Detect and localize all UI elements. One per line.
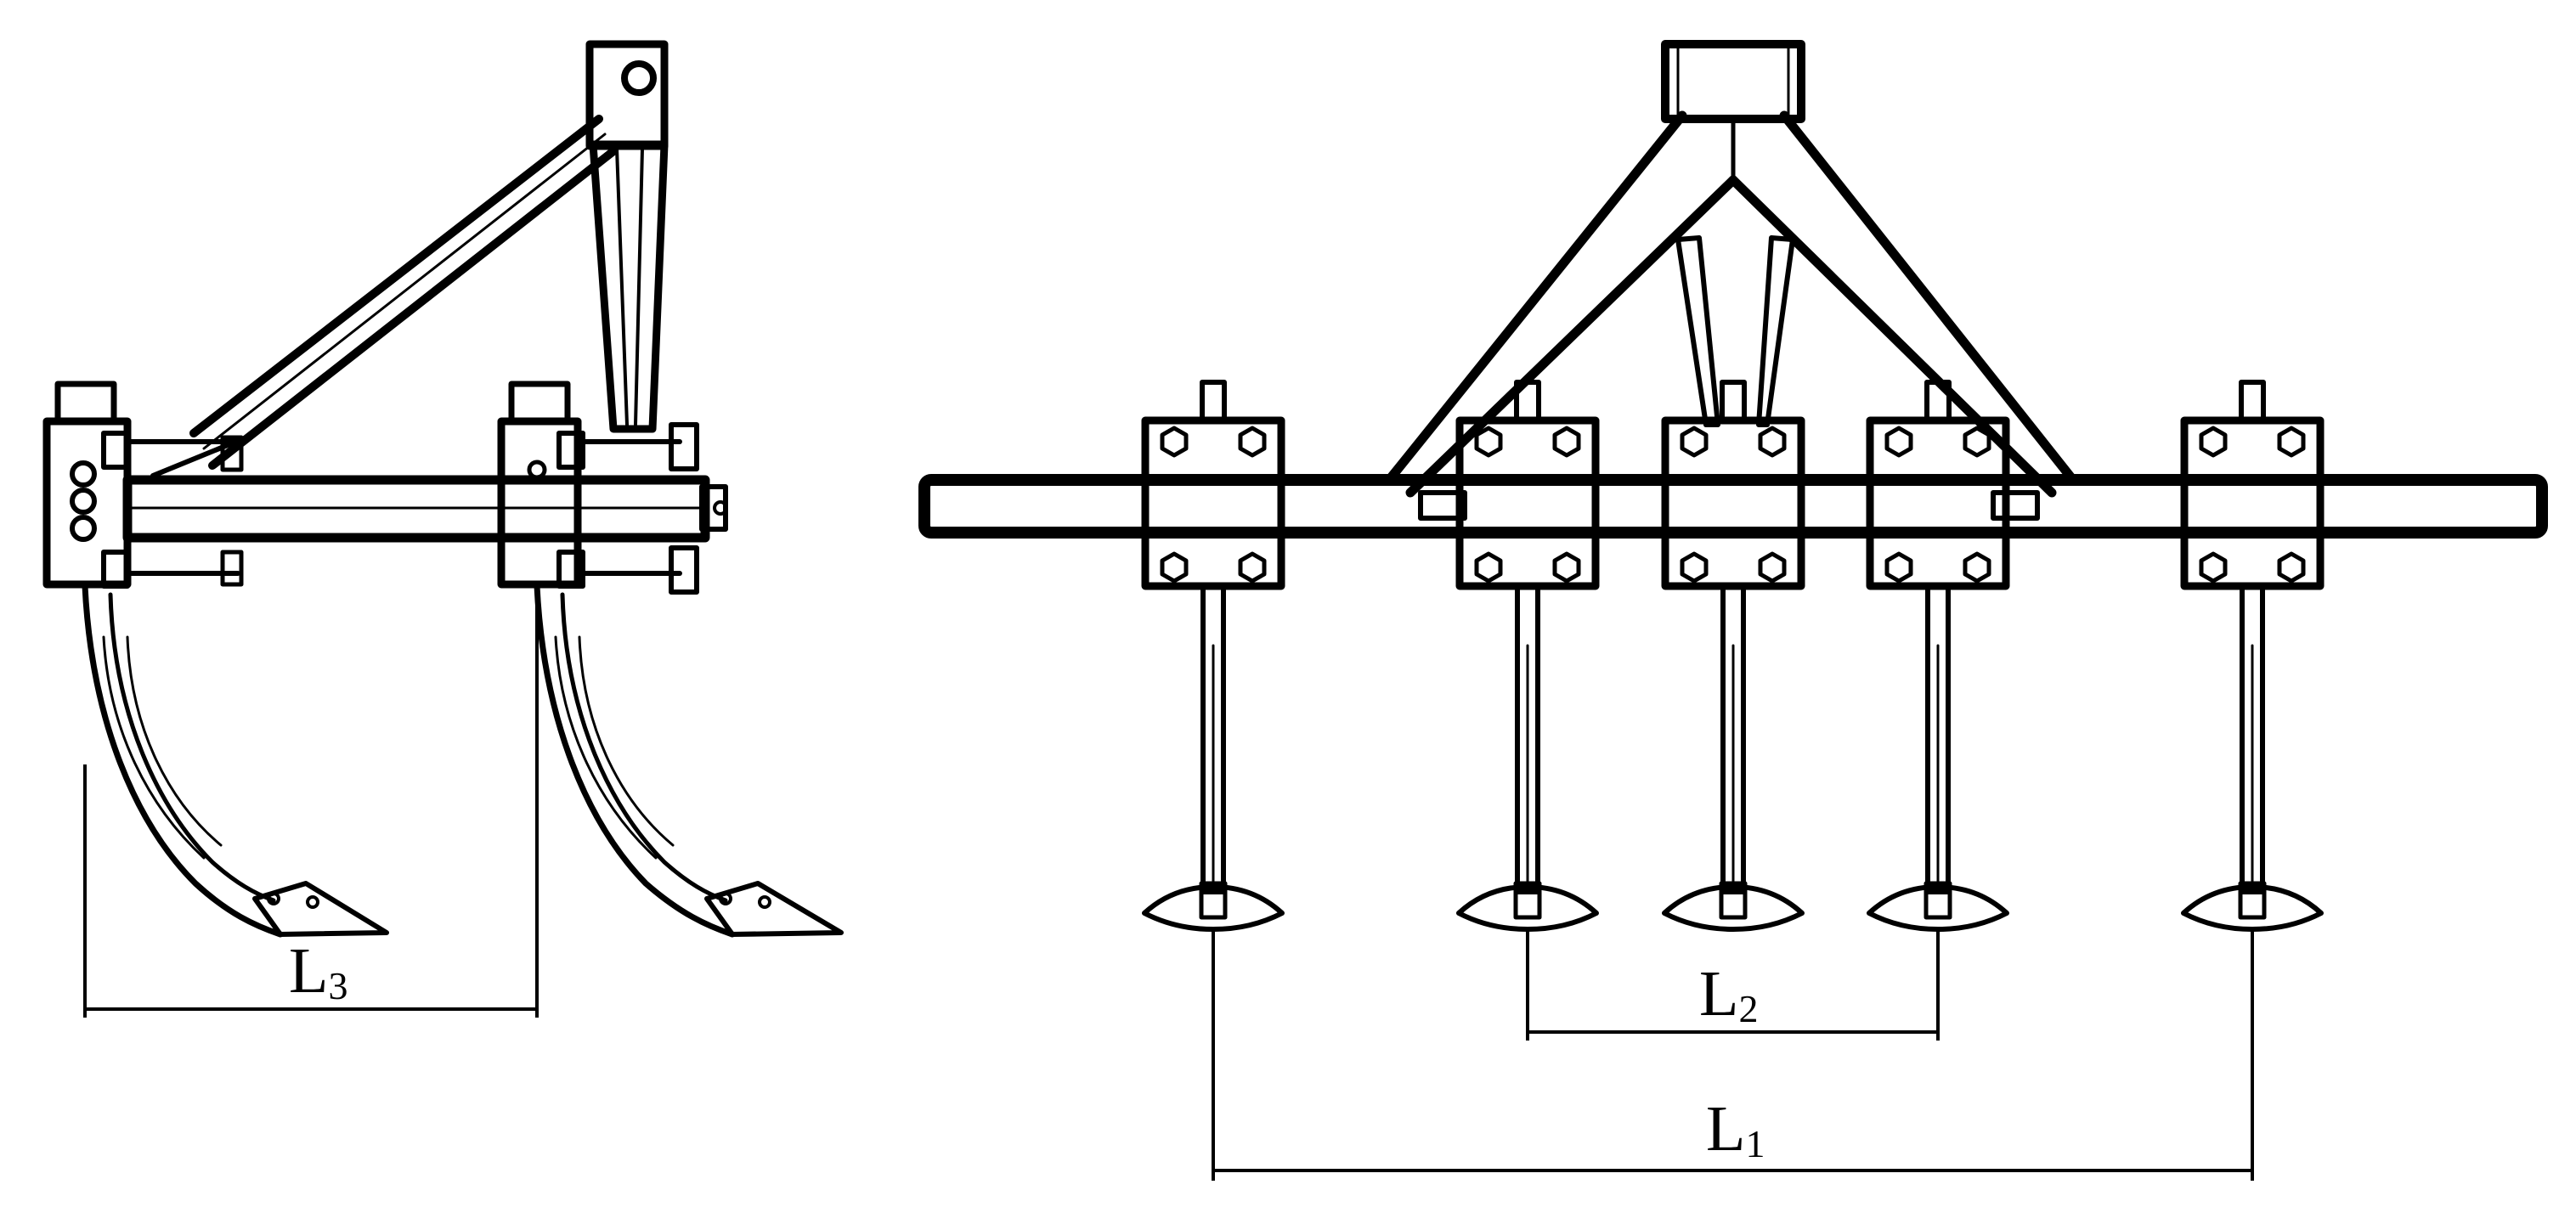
side-mast xyxy=(585,40,669,433)
shank-4 xyxy=(1866,380,2010,932)
front-share xyxy=(252,881,389,937)
top-hitch xyxy=(1661,40,1805,183)
rear-shank xyxy=(534,583,844,938)
front-shank xyxy=(82,583,389,938)
front-clamp xyxy=(42,381,244,589)
rear-share xyxy=(704,881,844,937)
dimension-l2: L2 xyxy=(1526,929,1940,1041)
side-view xyxy=(42,40,844,938)
side-beam xyxy=(122,475,728,543)
rear-clamp xyxy=(497,381,699,595)
dimension-label-l3: L3 xyxy=(289,935,347,1007)
shank-1 xyxy=(1141,380,1285,932)
dimension-l3: L3 xyxy=(83,586,539,1018)
shank-5 xyxy=(2180,380,2325,932)
shank-2 xyxy=(1455,380,1600,932)
dimension-l1: L1 xyxy=(1212,929,2254,1181)
shank-3 xyxy=(1661,380,1805,932)
front-beam xyxy=(918,474,2548,539)
side-brace xyxy=(150,115,618,478)
front-view xyxy=(918,40,2548,932)
dimension-label-l1: L1 xyxy=(1706,1093,1765,1165)
hitch-hole xyxy=(621,60,657,96)
dimension-label-l2: L2 xyxy=(1699,958,1758,1030)
a-frame xyxy=(1384,110,2078,498)
dimension-lines: L3 L2 L1 xyxy=(83,586,2254,1181)
